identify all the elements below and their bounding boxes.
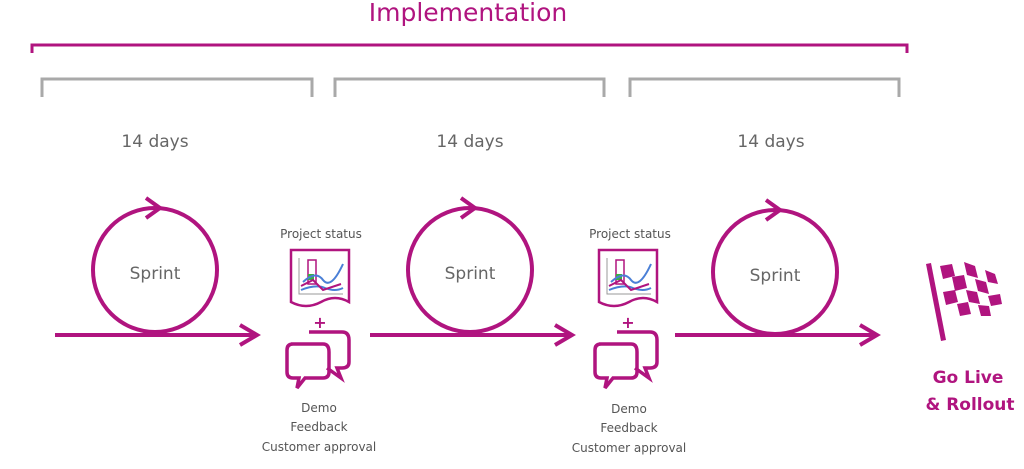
checkered-flag-icon — [926, 262, 1002, 341]
review-item-customer-approval: Customer approval — [262, 440, 377, 454]
rollout-label: & Rollout — [925, 395, 1014, 415]
sprint-1-duration: 14 days — [121, 132, 188, 152]
implementation-title: Implementation — [369, 0, 568, 27]
sprint-3-label: Sprint — [750, 266, 801, 286]
sprint-1-cycle-icon: Sprint — [91, 196, 219, 334]
review-1: Project status + Demo Feedback Customer … — [262, 227, 377, 454]
project-status-label: Project status — [589, 227, 671, 241]
sprint-2-label: Sprint — [445, 264, 496, 284]
review-item-demo: Demo — [611, 402, 647, 416]
review-2: Project status + Demo Feedback Customer … — [572, 227, 687, 455]
sprint-3-duration: 14 days — [737, 132, 804, 152]
flow-arrow-3 — [675, 323, 881, 347]
project-status-chart-icon — [289, 248, 351, 308]
flow-arrow-1 — [55, 323, 261, 347]
sprint-3-bracket — [628, 77, 901, 97]
sprint-2-duration: 14 days — [436, 132, 503, 152]
review-item-demo: Demo — [301, 401, 337, 415]
flow-arrow-2 — [370, 323, 576, 347]
implementation-bracket — [30, 43, 909, 53]
sprint-1-bracket — [40, 77, 314, 97]
review-item-feedback: Feedback — [600, 421, 657, 435]
feedback-chat-icon — [593, 330, 659, 390]
sprint-2-cycle-icon: Sprint — [406, 196, 534, 334]
feedback-chat-icon — [285, 330, 351, 390]
review-item-feedback: Feedback — [290, 420, 347, 434]
plus-sign: + — [621, 313, 634, 332]
project-status-chart-icon — [597, 248, 659, 308]
go-live-label: Go Live — [933, 368, 1004, 388]
review-item-customer-approval: Customer approval — [572, 441, 687, 455]
sprint-2-bracket — [333, 77, 606, 97]
sprint-3-cycle-icon: Sprint — [711, 198, 839, 336]
sprint-1-label: Sprint — [130, 264, 181, 284]
plus-sign: + — [313, 313, 326, 332]
project-status-label: Project status — [280, 227, 362, 241]
